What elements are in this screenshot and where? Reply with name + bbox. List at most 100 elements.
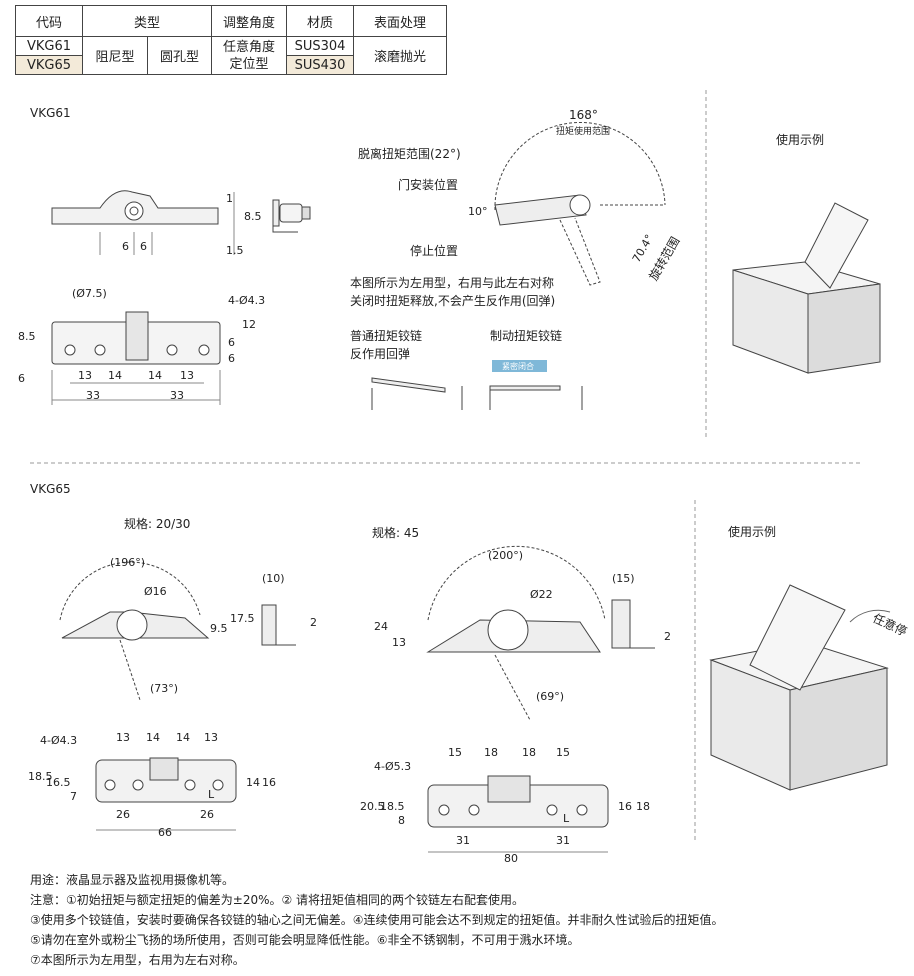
dim-label: 31 [556, 834, 570, 847]
dim-label: 14 [108, 369, 122, 382]
dim-label: 6 [140, 240, 147, 253]
dim-label: 14 [146, 731, 160, 744]
usage-example-label: 使用示例 [776, 133, 825, 147]
angle-cell: 任意角度 定位型 [211, 36, 287, 75]
vkg61-plan-view [51, 311, 221, 405]
dim-label: 6 [122, 240, 129, 253]
dim-label: 6 [228, 336, 235, 349]
dim-label: L [208, 788, 215, 801]
spec-table: 代码 类型 调整角度 材质 表面处理 VKG61 阻尼型 圆孔型 任意角度 定位… [15, 5, 447, 75]
dim-label: 16.5 [46, 776, 71, 789]
dim-label: (69°) [536, 690, 565, 703]
dim-label: 33 [170, 389, 184, 402]
dim-label: 8.5 [18, 330, 36, 343]
dim-label: 13 [180, 369, 194, 382]
dim-label: 66 [158, 826, 172, 839]
tight-close-tag: 紧密闭合 [502, 362, 534, 371]
notes-block: 用途：液晶显示器及监视用摄像机等。 注意：①初始扭矩与额定扭矩的偏差为±20%。… [30, 870, 724, 970]
door-position-label: 门安装位置 [398, 178, 459, 192]
note-line: ⑤请勿在室外或粉尘飞扬的场所使用，否则可能会明显降低性能。⑥非全不锈钢制，不可用… [30, 933, 580, 947]
range-label: 扭矩使用范围 [556, 127, 611, 137]
note-line: 用途：液晶显示器及监视用摄像机等。 [30, 873, 235, 887]
dim-label: 20.5 [360, 800, 385, 813]
dim-label: (196°) [110, 556, 146, 569]
dim-label: 80 [504, 852, 518, 865]
dim-label: 15 [556, 746, 570, 759]
vkg65-b-plan-view [427, 775, 609, 853]
dim-label: 16 [262, 776, 276, 789]
dim-label: 13 [78, 369, 92, 382]
disengage-label: 脱离扭矩范围(22°) [358, 147, 461, 161]
material-cell: SUS430 [286, 55, 354, 75]
dim-label: 15 [448, 746, 462, 759]
vkg65-title: VKG65 [30, 482, 71, 496]
angle-line: 定位型 [229, 56, 269, 72]
dim-label: 14 [176, 731, 190, 744]
dim-label: (15) [612, 572, 635, 585]
dim-label: 14 [246, 776, 260, 789]
angle-line: 任意角度 [222, 39, 275, 55]
dim-label: 4-Ø4.3 [228, 294, 266, 307]
range-angle: 168° [569, 108, 598, 122]
vkg65-b-side-view [426, 545, 655, 721]
dim-label: 2 [664, 630, 671, 643]
type-cell: 阻尼型 [82, 36, 148, 75]
header-surface: 表面处理 [353, 5, 447, 37]
dim-label: 26 [200, 808, 214, 821]
rebound-label: 反作用回弹 [350, 347, 411, 361]
surface-cell: 滚磨抛光 [353, 36, 447, 75]
dim-label: 12 [242, 318, 256, 331]
dim-label: 4-Ø4.3 [40, 734, 78, 747]
dim-label: 1.5 [226, 244, 244, 257]
dim-label: 16 [618, 800, 632, 813]
brake-hinge-label: 制动扭矩铰链 [490, 329, 563, 343]
dim-label: 17.5 [230, 612, 255, 625]
note-line: ③使用多个铰链值，安装时要确保各铰链的轴心之间无偏差。④连续使用可能会达不到规定… [30, 913, 724, 927]
dim-label: 33 [86, 389, 100, 402]
note-line: 注意：①初始扭矩与额定扭矩的偏差为±20%。② 请将扭矩值相同的两个铰链左右配套… [30, 893, 525, 907]
dim-label: L [563, 812, 570, 825]
dim-label: 1 [226, 192, 233, 205]
dim-label: 9.5 [210, 622, 228, 635]
spec-label: 规格: 45 [372, 526, 420, 540]
dim-label: 18.5 [28, 770, 53, 783]
dim-label: 13 [204, 731, 218, 744]
note-line: ⑦本图所示为左用型，右用为左右对称。 [30, 953, 245, 967]
dim-label: Ø16 [144, 585, 167, 598]
dim-label: 4-Ø5.3 [374, 760, 412, 773]
vkg65-a-plan-view [95, 757, 237, 831]
vkg65-usage-box [709, 584, 891, 791]
dim-label: 26 [116, 808, 130, 821]
dim-label: 6 [228, 352, 235, 365]
dim-label: 24 [374, 620, 388, 633]
stop-position-label: 停止位置 [410, 244, 459, 258]
dim-label: 18 [484, 746, 498, 759]
header-code: 代码 [15, 5, 83, 37]
usage-example-label: 使用示例 [728, 525, 777, 539]
dim-label: 6 [18, 372, 25, 385]
dim-label: 18.5 [380, 800, 405, 813]
vkg61-side-view [51, 190, 311, 255]
dim-label: 8 [398, 814, 405, 827]
spec-label: 规格: 20/30 [124, 517, 191, 531]
description-line: 关闭时扭矩释放,不会产生反作用(回弹) [350, 294, 556, 308]
dim-label: 7 [70, 790, 77, 803]
description-line: 本图所示为左用型，右用与此左右对称 [350, 276, 555, 290]
dim-label: 31 [456, 834, 470, 847]
vkg65-a-side-view [59, 561, 296, 701]
dim-label: 18 [522, 746, 536, 759]
angle-label: 10° [468, 205, 488, 218]
dim-label: (Ø7.5) [72, 287, 107, 300]
dim-label: 13 [392, 636, 406, 649]
dim-label: 13 [116, 731, 130, 744]
dim-label: 14 [148, 369, 162, 382]
hinge-sketches [371, 360, 583, 410]
dim-label: Ø22 [530, 588, 553, 601]
vkg61-motion-diagram [494, 121, 666, 286]
code-cell: VKG65 [15, 55, 83, 75]
dim-label: (200°) [488, 549, 524, 562]
dim-label: (73°) [150, 682, 179, 695]
dim-label: 18 [636, 800, 650, 813]
vkg61-usage-box [732, 202, 881, 374]
